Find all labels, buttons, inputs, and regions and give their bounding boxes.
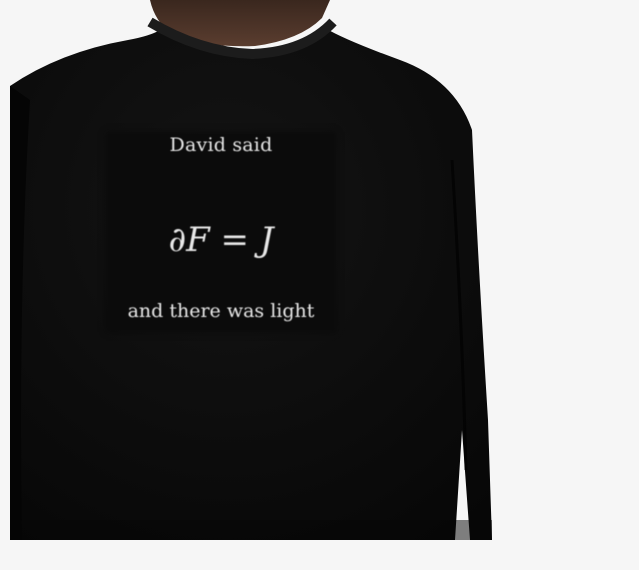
left-arm-edge xyxy=(10,86,30,540)
print-quote-top: David said xyxy=(169,134,273,156)
print-quote-bottom: and there was light xyxy=(127,300,315,322)
model-neck xyxy=(150,0,330,47)
hem-shadow xyxy=(10,520,492,540)
print-equation: ∂F = J xyxy=(168,220,274,260)
sleeve-seam xyxy=(450,159,468,471)
graphic-print-panel: David said ∂F = J and there was light xyxy=(108,134,334,330)
sweatshirt-collar xyxy=(147,17,337,60)
